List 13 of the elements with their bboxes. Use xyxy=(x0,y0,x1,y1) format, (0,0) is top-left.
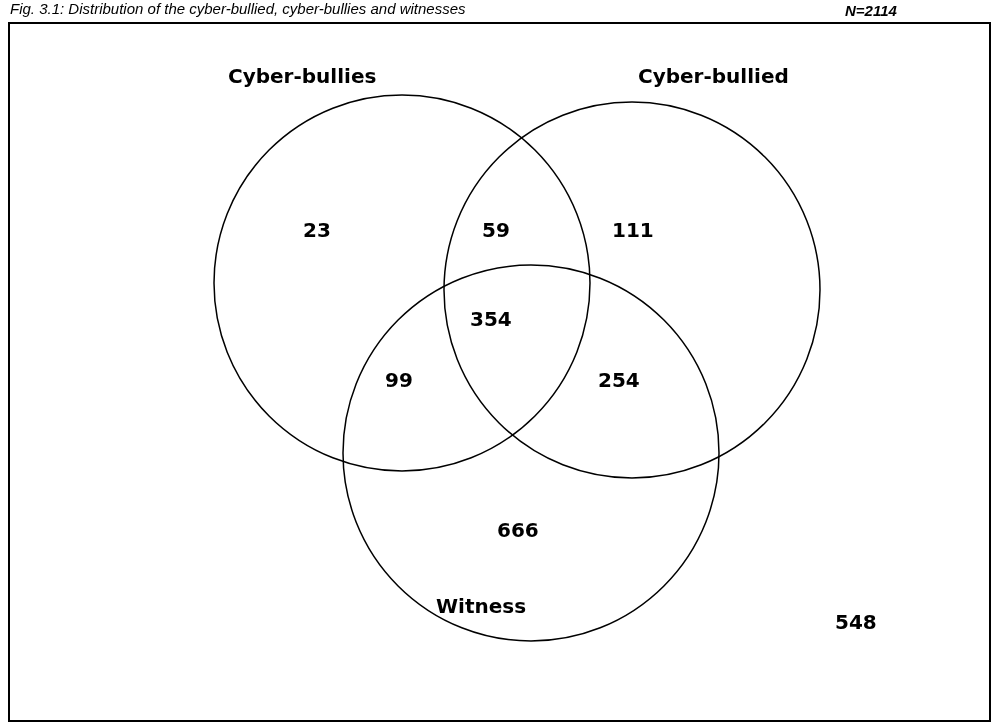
set-label: Cyber-bullies xyxy=(228,64,377,88)
count-label: 666 xyxy=(497,518,539,542)
sample-size-label: N=2114 xyxy=(845,2,897,20)
count-label: 111 xyxy=(612,218,654,242)
count-label: 23 xyxy=(303,218,331,242)
count-label: 99 xyxy=(385,368,413,392)
count-label: 59 xyxy=(482,218,510,242)
figure-title: Fig. 3.1: Distribution of the cyber-bullied, cyber-bullies and witnesses xyxy=(10,0,466,18)
set-label: Cyber-bullied xyxy=(638,64,789,88)
count-label: 548 xyxy=(835,610,877,634)
count-label: 354 xyxy=(470,307,512,331)
set-label: Witness xyxy=(436,594,527,618)
count-label: 254 xyxy=(598,368,640,392)
